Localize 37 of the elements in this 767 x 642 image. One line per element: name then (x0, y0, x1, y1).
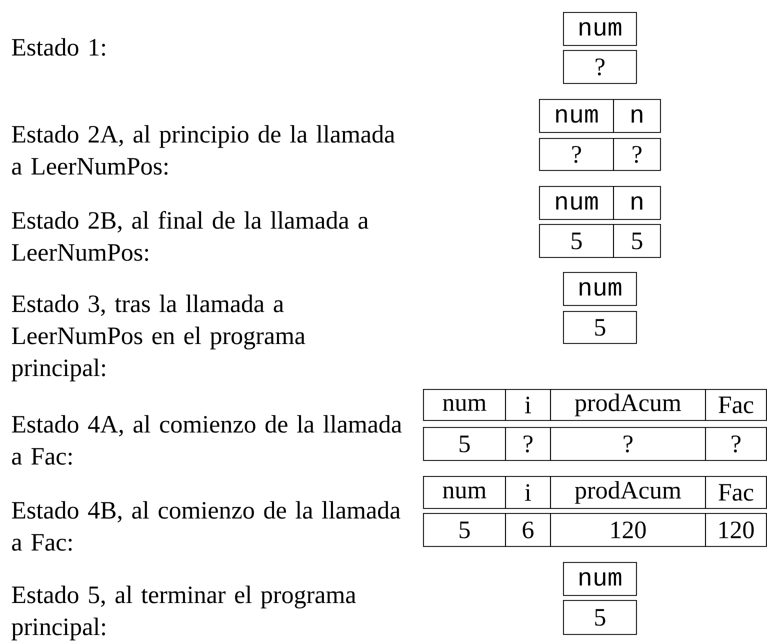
header-cell: prodAcum (550, 389, 706, 421)
value-cell: ? (613, 138, 661, 171)
description-text: Estado 2B, al final de la llamada a LeerNumPos: (12, 211, 368, 261)
header-cell: num (539, 99, 614, 133)
header-cell: i (505, 476, 551, 509)
value-cell: ? (705, 427, 767, 461)
header-cell: i (505, 389, 551, 421)
value-cell: ? (550, 427, 706, 461)
header-cell: num (563, 12, 637, 46)
description-text: Estado 4A, al comienzo de la llamada a Fac: (12, 415, 402, 465)
value-cell: ? (563, 50, 637, 84)
value-cell: 120 (705, 513, 767, 547)
header-cell: Fac (705, 476, 767, 509)
value-cell: 120 (550, 513, 706, 547)
value-cell: 5 (563, 311, 637, 344)
value-cell: 5 (423, 513, 506, 547)
header-cell: Fac (705, 389, 767, 421)
description-text: Estado 4B, al comienzo de la llamada a Fac: (12, 501, 400, 551)
value-cell: 5 (423, 427, 506, 461)
description-text: Estado 3, tras la llamada a LeerNumPos en el programa principal: (12, 294, 306, 382)
header-cell: num (563, 562, 637, 596)
description-text: Estado 5, al terminar el programa principal: (12, 586, 356, 640)
value-cell: 5 (613, 224, 661, 258)
header-cell: num (539, 186, 614, 220)
header-cell: num (423, 476, 506, 509)
value-cell: ? (539, 138, 614, 171)
header-cell: n (613, 99, 661, 133)
description-text: Estado 2A, al principio de la llamada a LeerNumPos: (12, 125, 395, 175)
value-cell: ? (505, 427, 551, 461)
header-cell: prodAcum (550, 476, 706, 509)
value-cell: 6 (505, 513, 551, 547)
value-cell: 5 (563, 600, 637, 635)
header-cell: num (423, 389, 506, 421)
description-text: Estado 1: (12, 38, 105, 56)
header-cell: num (563, 272, 637, 306)
header-cell: n (613, 186, 661, 220)
value-cell: 5 (539, 224, 614, 258)
